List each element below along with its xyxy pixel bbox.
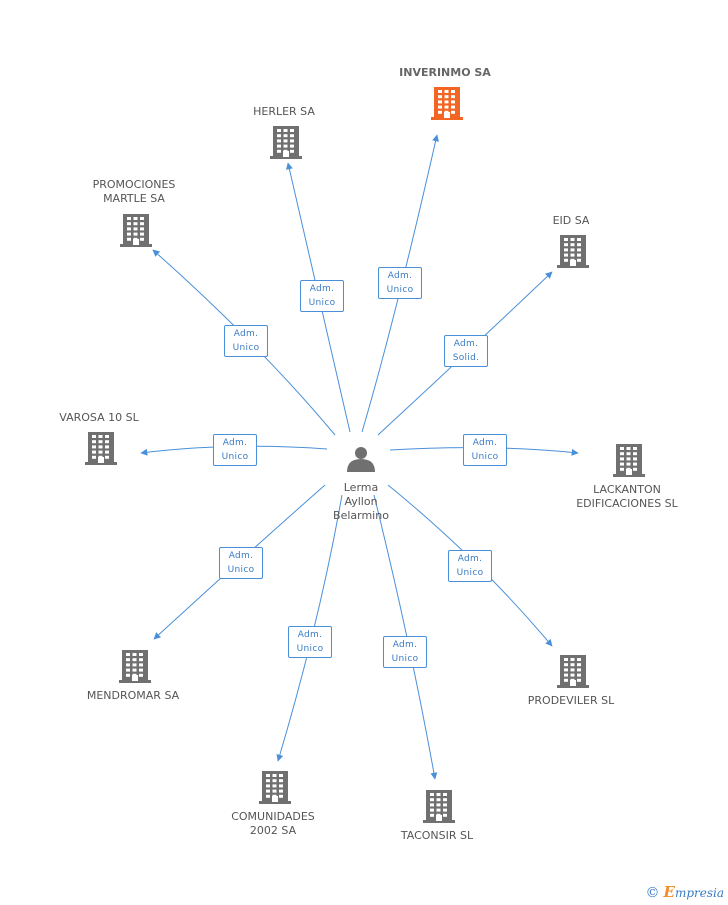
role-text: Adm.	[233, 329, 259, 339]
role-text: Unico	[308, 298, 336, 308]
role-badge-mendromar[interactable]: Adm. Unico	[219, 547, 263, 579]
role-text: Adm.	[222, 438, 248, 448]
brand-watermark: ©Empresia	[646, 883, 725, 901]
role-text: Adm.	[457, 554, 483, 564]
role-badge-lackanton[interactable]: Adm. Unico	[463, 434, 507, 466]
company-label-taconsir[interactable]: TACONSIR SL	[372, 829, 502, 843]
company-label-mendromar[interactable]: MENDROMAR SA	[68, 689, 198, 703]
role-text: Adm.	[228, 551, 254, 561]
building-icon-inverinmo[interactable]	[431, 87, 463, 120]
person-icon[interactable]	[347, 447, 375, 472]
company-name-line: COMUNIDADES	[231, 810, 315, 823]
company-name-line: VAROSA 10 SL	[59, 411, 139, 424]
edge-comunidades	[276, 494, 343, 762]
building-icon-mendromar[interactable]	[119, 650, 151, 683]
role-text: Solid.	[452, 353, 480, 363]
company-name-line: LACKANTON	[593, 483, 661, 496]
company-name-line: PRODEVILER SL	[527, 694, 615, 707]
role-badge-promociones-martle[interactable]: Adm. Unico	[224, 325, 268, 357]
building-icon-prodeviler[interactable]	[557, 655, 589, 688]
building-icon-promociones-martle[interactable]	[120, 214, 152, 247]
role-text: Adm.	[392, 640, 418, 650]
person-name-line: Belarmino	[333, 509, 389, 522]
role-text: Unico	[386, 285, 414, 295]
company-name-line: EDIFICACIONES SL	[576, 497, 678, 510]
building-icon-lackanton[interactable]	[613, 444, 645, 477]
person-name-line: Lerma	[343, 481, 379, 494]
company-name-line: EID SA	[552, 214, 590, 227]
role-text: Adm.	[297, 630, 323, 640]
role-text: Adm.	[472, 438, 498, 448]
role-text: Unico	[232, 343, 260, 353]
role-badge-comunidades[interactable]: Adm. Unico	[288, 626, 332, 658]
building-icon-herler[interactable]	[270, 126, 302, 159]
company-name-line: 2002 SA	[249, 824, 297, 837]
role-text: Unico	[456, 568, 484, 578]
company-label-herler[interactable]: HERLER SA	[219, 105, 349, 119]
role-text: Unico	[221, 452, 249, 462]
role-badge-inverinmo[interactable]: Adm. Unico	[378, 267, 422, 299]
building-icon-eid[interactable]	[557, 235, 589, 268]
company-name-line: HERLER SA	[253, 105, 315, 118]
copyright-icon: ©	[645, 885, 660, 901]
person-name-line: Ayllon	[344, 495, 378, 508]
role-text: Unico	[227, 565, 255, 575]
company-label-prodeviler[interactable]: PRODEVILER SL	[506, 694, 636, 708]
company-name-line: PROMOCIONES	[92, 178, 176, 191]
company-name-line: TACONSIR SL	[400, 829, 474, 842]
company-name-line: MENDROMAR SA	[86, 689, 180, 702]
brand-logo-initial: E	[663, 883, 675, 901]
company-name-line: MARTLE SA	[103, 192, 165, 205]
role-badge-eid[interactable]: Adm. Solid.	[444, 335, 488, 367]
edge-inverinmo	[361, 134, 440, 433]
building-icon-comunidades[interactable]	[259, 771, 291, 804]
role-text: Unico	[391, 654, 419, 664]
brand-logo-text: mpresia	[674, 886, 724, 900]
role-text: Adm.	[309, 284, 335, 294]
company-name-line: INVERINMO SA	[399, 66, 491, 79]
building-icon-taconsir[interactable]	[423, 790, 455, 823]
role-text: Adm.	[387, 271, 413, 281]
role-badge-varosa[interactable]: Adm. Unico	[213, 434, 257, 466]
role-badge-herler[interactable]: Adm. Unico	[300, 280, 344, 312]
role-badge-prodeviler[interactable]: Adm. Unico	[448, 550, 492, 582]
company-label-eid[interactable]: EID SA	[506, 214, 636, 228]
company-label-inverinmo[interactable]: INVERINMO SA	[380, 66, 510, 80]
role-badge-taconsir[interactable]: Adm. Unico	[383, 636, 427, 668]
role-text: Unico	[296, 644, 324, 654]
role-text: Unico	[471, 452, 499, 462]
company-label-varosa[interactable]: VAROSA 10 SL	[34, 411, 164, 425]
role-text: Adm.	[453, 339, 479, 349]
building-icon-varosa[interactable]	[85, 432, 117, 465]
